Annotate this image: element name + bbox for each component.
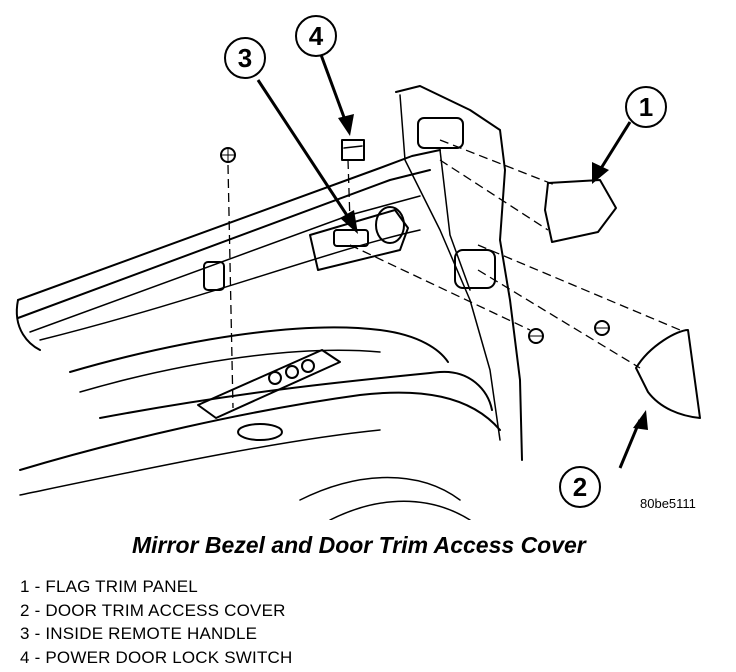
callout-1-number: 1 <box>639 92 653 122</box>
parts-legend: 1 - FLAG TRIM PANEL 2 - DOOR TRIM ACCESS… <box>20 575 293 669</box>
callout-4-number: 4 <box>309 21 324 51</box>
legend-item: 3 - INSIDE REMOTE HANDLE <box>20 624 258 643</box>
legend-item: 1 - FLAG TRIM PANEL <box>20 577 198 596</box>
handle-recess <box>309 209 409 271</box>
callout-4 <box>295 15 337 57</box>
image-code: 80be5111 <box>640 496 696 511</box>
armrest-outline <box>69 326 449 373</box>
access-cover <box>635 329 701 419</box>
callout-2 <box>559 466 601 508</box>
door-trim-illustration: 1 2 3 4 <box>15 15 701 520</box>
callout-3 <box>224 37 266 79</box>
flag-trim-panel <box>544 179 617 243</box>
callout-1 <box>625 86 667 128</box>
callout-3-number: 3 <box>238 43 252 73</box>
figure-title: Mirror Bezel and Door Trim Access Cover <box>132 532 586 558</box>
screw-icon <box>528 328 544 344</box>
screw-icon <box>594 320 610 336</box>
screw-icon <box>220 147 236 163</box>
legend-item: 2 - DOOR TRIM ACCESS COVER <box>20 600 286 620</box>
door-panel-outline <box>17 149 441 301</box>
legend-item: 4 - POWER DOOR LOCK SWITCH <box>20 647 293 667</box>
callout-2-number: 2 <box>573 472 587 502</box>
